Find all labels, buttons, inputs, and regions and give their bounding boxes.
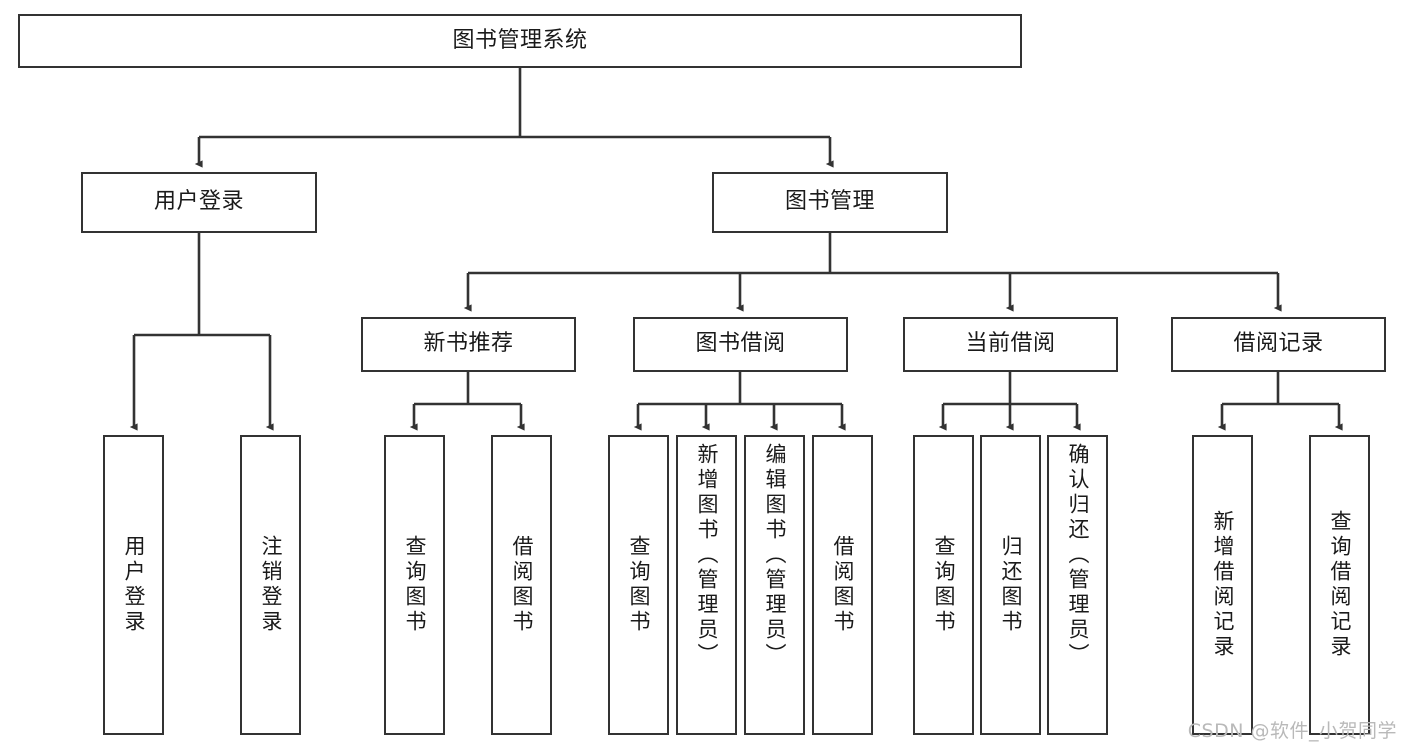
leaf-borrow-book-2-label: 借阅图书: [831, 535, 855, 635]
node-book-borrow[interactable]: 图书借阅: [633, 317, 848, 372]
leaf-confirm-return[interactable]: 确认归还（管理员）: [1047, 435, 1108, 735]
node-new-book-recommend-label: 新书推荐: [423, 331, 514, 357]
node-borrow-record[interactable]: 借阅记录: [1171, 317, 1386, 372]
leaf-query-book-2-label: 查询图书: [627, 535, 651, 635]
node-new-book-recommend[interactable]: 新书推荐: [361, 317, 576, 372]
leaf-add-book-label: 新增图书（管理员）: [695, 443, 719, 668]
node-current-borrow[interactable]: 当前借阅: [903, 317, 1118, 372]
leaf-query-record[interactable]: 查询借阅记录: [1309, 435, 1370, 735]
edges: [129, 68, 1343, 431]
leaf-query-book-3-label: 查询图书: [932, 535, 956, 635]
leaf-borrow-book-2[interactable]: 借阅图书: [812, 435, 873, 735]
leaf-add-book[interactable]: 新增图书（管理员）: [676, 435, 737, 735]
node-root-label: 图书管理系统: [452, 27, 588, 53]
node-borrow-record-label: 借阅记录: [1233, 331, 1324, 357]
node-book-borrow-label: 图书借阅: [695, 331, 786, 357]
leaf-logout-login-label: 注销登录: [259, 535, 283, 635]
node-current-borrow-label: 当前借阅: [965, 331, 1056, 357]
leaf-query-book-3[interactable]: 查询图书: [913, 435, 974, 735]
leaf-borrow-book-1-label: 借阅图书: [510, 535, 534, 635]
leaf-edit-book-label: 编辑图书（管理员）: [763, 443, 787, 668]
leaf-borrow-book-1[interactable]: 借阅图书: [491, 435, 552, 735]
leaf-query-book-1-label: 查询图书: [403, 535, 427, 635]
leaf-user-login[interactable]: 用户登录: [103, 435, 164, 735]
node-root[interactable]: 图书管理系统: [18, 14, 1022, 68]
leaf-query-record-label: 查询借阅记录: [1328, 510, 1352, 660]
leaf-add-record[interactable]: 新增借阅记录: [1192, 435, 1253, 735]
leaf-query-book-1[interactable]: 查询图书: [384, 435, 445, 735]
leaf-return-book[interactable]: 归还图书: [980, 435, 1041, 735]
node-book-manage-label: 图书管理: [784, 189, 875, 215]
leaf-edit-book[interactable]: 编辑图书（管理员）: [744, 435, 805, 735]
node-book-manage[interactable]: 图书管理: [712, 172, 948, 233]
node-user-login-label: 用户登录: [153, 189, 244, 215]
leaf-return-book-label: 归还图书: [999, 535, 1023, 635]
leaf-user-login-label: 用户登录: [122, 535, 146, 635]
leaf-logout-login[interactable]: 注销登录: [240, 435, 301, 735]
leaf-add-record-label: 新增借阅记录: [1211, 510, 1235, 660]
node-user-login[interactable]: 用户登录: [81, 172, 317, 233]
leaf-confirm-return-label: 确认归还（管理员）: [1066, 443, 1090, 668]
leaf-query-book-2[interactable]: 查询图书: [608, 435, 669, 735]
